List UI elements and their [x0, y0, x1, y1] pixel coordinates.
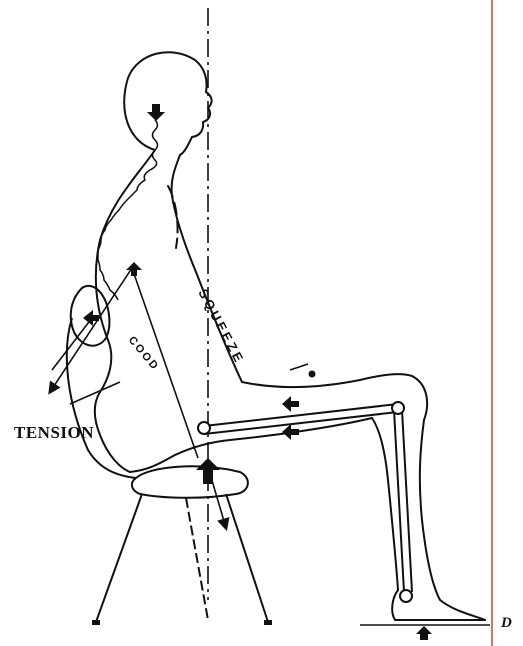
spine-lumbar-label: COOD [126, 334, 162, 373]
ankle-joint [400, 590, 412, 602]
pressure-arrows [83, 104, 432, 640]
motion-dot-icon [309, 371, 316, 378]
leg-linkage [198, 402, 412, 602]
squeeze-label: SQUEEZE [195, 286, 247, 366]
knee-joint [392, 402, 404, 414]
tension-label: TENSION [14, 423, 94, 443]
force-lines [50, 268, 308, 528]
chair-leg-front [226, 494, 268, 622]
arrow-seat-icon [196, 458, 220, 484]
chair-leg-middle [186, 498, 208, 620]
arrow-thigh-lower-icon [282, 424, 299, 440]
arrow-thigh-upper-icon [282, 396, 299, 412]
arrow-floor-icon [416, 626, 432, 640]
chair-feet [92, 620, 272, 625]
arrow-neck-icon [147, 104, 165, 121]
arrow-shoulder-icon [83, 310, 99, 326]
corner-mark-label: D [501, 615, 512, 632]
chair-seat [132, 466, 248, 497]
hip-joint [198, 422, 210, 434]
chair-leg-back [96, 494, 142, 622]
